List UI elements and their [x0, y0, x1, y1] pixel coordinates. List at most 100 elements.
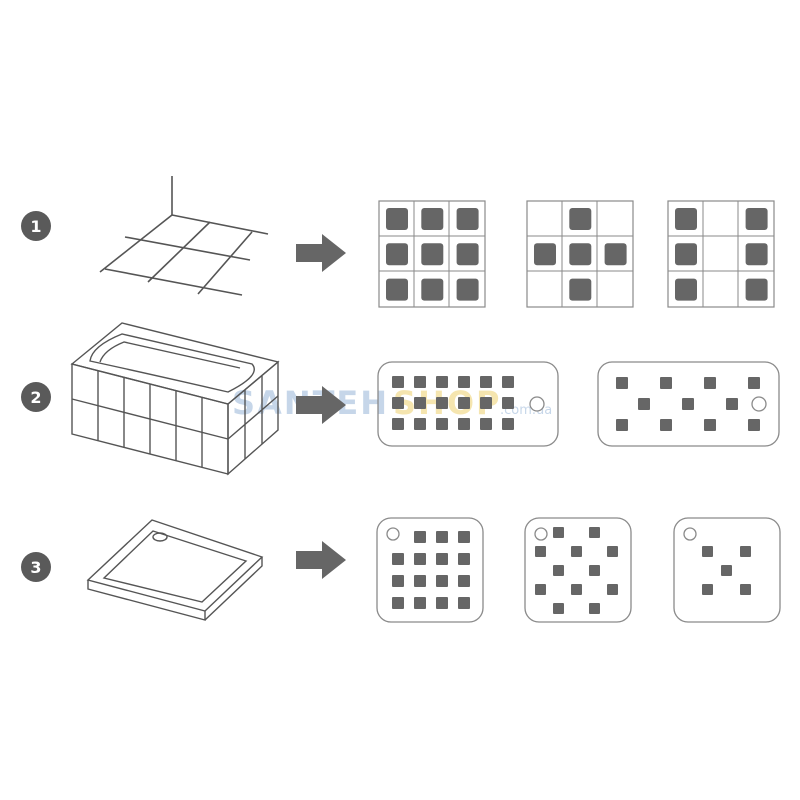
- mosaic-square: [414, 597, 426, 609]
- mosaic-square: [589, 527, 600, 538]
- shower-tray-icon: [86, 519, 264, 621]
- tile-filled: [604, 243, 627, 266]
- step-badge-2: 2: [21, 382, 51, 412]
- tile-filled: [675, 278, 697, 301]
- tile-filled: [745, 243, 768, 266]
- mosaic-square: [436, 397, 448, 409]
- mosaic-square: [392, 418, 404, 430]
- mosaic-square: [414, 531, 426, 543]
- tile-filled: [386, 278, 408, 301]
- mosaic-square: [571, 584, 582, 595]
- mosaic-square: [458, 531, 470, 543]
- tile-filled: [456, 278, 479, 301]
- mosaic-square: [414, 418, 426, 430]
- mosaic-square: [638, 398, 650, 410]
- mosaic-square: [682, 398, 694, 410]
- tile-filled: [569, 208, 592, 230]
- step-badge-3: 3: [21, 552, 51, 582]
- mosaic-square: [553, 527, 564, 538]
- tile-filled: [534, 243, 556, 266]
- mosaic-square: [748, 377, 760, 389]
- bathtub-icon: [70, 322, 280, 476]
- mosaic-square: [436, 531, 448, 543]
- mosaic-square: [436, 376, 448, 388]
- pattern-tray-dense: [376, 517, 484, 623]
- pattern-grid-cross: [526, 200, 634, 308]
- tile-filled: [675, 243, 697, 266]
- mosaic-square: [392, 575, 404, 587]
- mosaic-square: [414, 397, 426, 409]
- mosaic-square: [535, 546, 546, 557]
- tile-filled: [421, 278, 444, 301]
- tile-filled: [745, 208, 768, 230]
- mosaic-square: [392, 553, 404, 565]
- mosaic-square: [392, 376, 404, 388]
- mosaic-square: [702, 584, 713, 595]
- mosaic-square: [721, 565, 732, 576]
- tile-filled: [569, 278, 592, 301]
- pattern-grid-full: [378, 200, 486, 308]
- tile-filled: [569, 243, 592, 266]
- arrow-right-icon: [296, 386, 346, 424]
- tile-filled: [675, 208, 697, 230]
- floor-tile-grid-icon: [99, 176, 269, 296]
- tile-filled: [456, 243, 479, 266]
- step-number-1: 1: [30, 217, 41, 236]
- arrow-right-icon: [296, 541, 346, 579]
- mosaic-square: [589, 603, 600, 614]
- mosaic-square: [458, 376, 470, 388]
- mosaic-square: [458, 418, 470, 430]
- mosaic-square: [414, 553, 426, 565]
- arrow-right-icon: [296, 234, 346, 272]
- step-badge-1: 1: [21, 211, 51, 241]
- mosaic-square: [458, 553, 470, 565]
- mosaic-square: [414, 376, 426, 388]
- mosaic-square: [740, 546, 751, 557]
- mosaic-square: [502, 376, 514, 388]
- pattern-tray-x: [673, 517, 781, 623]
- mosaic-square: [553, 603, 564, 614]
- mosaic-square: [553, 565, 564, 576]
- mosaic-square: [480, 376, 492, 388]
- mosaic-square: [589, 565, 600, 576]
- mosaic-square: [436, 575, 448, 587]
- mosaic-square: [502, 397, 514, 409]
- mosaic-square: [392, 397, 404, 409]
- mosaic-square: [660, 419, 672, 431]
- mosaic-square: [607, 546, 618, 557]
- mosaic-square: [535, 584, 546, 595]
- mosaic-square: [726, 398, 738, 410]
- mosaic-square: [702, 546, 713, 557]
- pattern-grid-columns: [667, 200, 775, 308]
- mosaic-square: [480, 397, 492, 409]
- mosaic-square: [458, 397, 470, 409]
- mosaic-square: [392, 597, 404, 609]
- mosaic-square: [607, 584, 618, 595]
- step-number-2: 2: [30, 388, 41, 407]
- mosaic-square: [458, 575, 470, 587]
- pattern-tray-checker: [524, 517, 632, 623]
- pattern-bath-dense: [377, 361, 559, 447]
- mosaic-square: [571, 546, 582, 557]
- mosaic-square: [458, 597, 470, 609]
- mosaic-square: [414, 575, 426, 587]
- mosaic-square: [436, 553, 448, 565]
- tile-filled: [456, 208, 479, 230]
- tile-filled: [421, 208, 444, 230]
- mosaic-square: [502, 418, 514, 430]
- pattern-bath-checker: [597, 361, 780, 447]
- mosaic-square: [616, 419, 628, 431]
- step-number-3: 3: [30, 558, 41, 577]
- mosaic-square: [436, 418, 448, 430]
- mosaic-square: [704, 419, 716, 431]
- mosaic-square: [480, 418, 492, 430]
- tile-filled: [421, 243, 444, 266]
- mosaic-square: [704, 377, 716, 389]
- tile-filled: [745, 278, 768, 301]
- tile-filled: [386, 243, 408, 266]
- mosaic-square: [740, 584, 751, 595]
- tile-filled: [386, 208, 408, 230]
- mosaic-square: [436, 597, 448, 609]
